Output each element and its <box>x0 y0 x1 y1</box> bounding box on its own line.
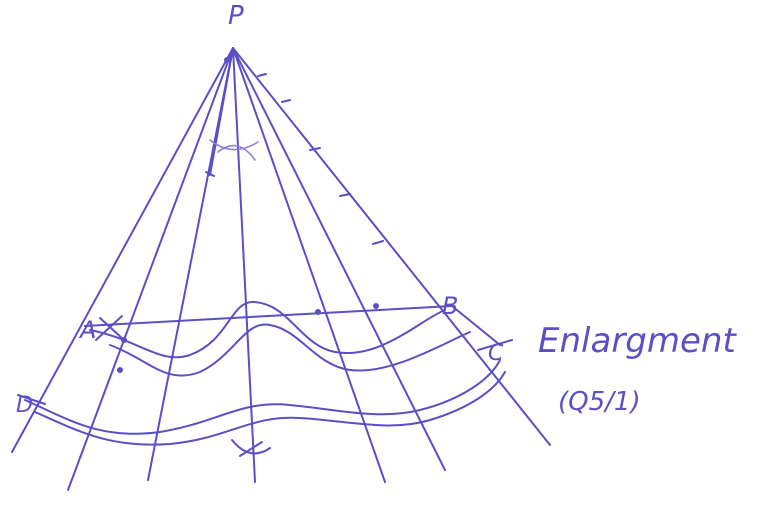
tick-mark <box>205 171 215 177</box>
line-ab <box>84 305 453 327</box>
tick-mark <box>339 193 351 197</box>
point-dot <box>121 337 127 343</box>
arc-mark <box>217 144 256 161</box>
rays <box>11 47 551 491</box>
tick-mark <box>257 73 267 77</box>
tick-mark <box>309 147 321 151</box>
wave-curve-4 <box>34 371 506 446</box>
cross-mark-bottom <box>231 439 271 457</box>
ray-5 <box>232 47 386 483</box>
cross-mark-a <box>95 315 125 341</box>
label-c: C <box>488 341 504 366</box>
point-dot <box>315 309 321 315</box>
ray-4 <box>232 47 256 483</box>
ray-3 <box>147 47 234 481</box>
ab-extension <box>451 305 501 346</box>
ray-7 <box>232 47 551 446</box>
label-p: P <box>228 1 244 31</box>
point-dot <box>117 367 123 373</box>
label-d: D <box>16 393 33 418</box>
wavy-curves <box>24 300 506 446</box>
wave-curve-1 <box>89 300 446 359</box>
cross-mark-c <box>477 339 513 351</box>
label-b: B <box>442 292 458 320</box>
label-a: A <box>78 316 96 344</box>
tick-mark <box>281 99 291 103</box>
tick-mark <box>372 240 384 245</box>
intersection-dots <box>117 57 379 373</box>
caption: Enlargment <box>538 321 737 361</box>
cross-mark-d <box>17 394 46 405</box>
wave-curve-3 <box>24 359 501 435</box>
cross-marks <box>17 315 513 457</box>
construction-arcs-top <box>209 139 259 161</box>
point-labels: P A B C D Enlargment (Q5/1) <box>16 1 737 418</box>
ray-1 <box>11 47 234 453</box>
ray-8 <box>209 47 234 176</box>
wave-curve-2 <box>109 323 471 377</box>
tick-marks <box>205 73 384 245</box>
arc-mark <box>209 139 259 151</box>
ray-2 <box>67 47 234 491</box>
ray-6 <box>232 47 446 471</box>
caption-note: (Q5/1) <box>558 387 641 417</box>
segment-ab <box>84 305 501 346</box>
point-dot <box>373 303 379 309</box>
point-dot <box>224 57 230 63</box>
